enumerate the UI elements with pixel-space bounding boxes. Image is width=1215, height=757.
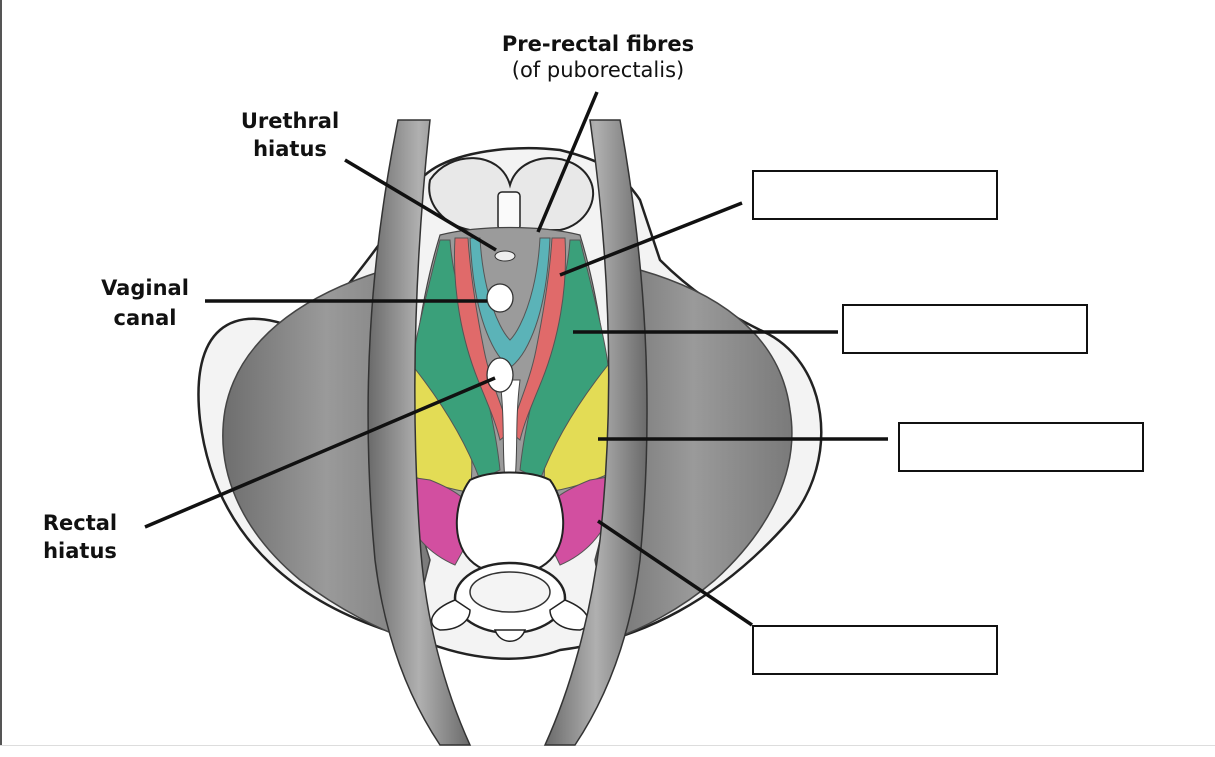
right-band-muscle (543, 119, 648, 746)
left-band-muscle (367, 119, 472, 746)
urethral-opening (494, 250, 516, 262)
leader-box-1 (559, 201, 743, 277)
rectal-opening (486, 357, 514, 393)
prerectal-subtitle-label: (of puborectalis) (511, 58, 685, 82)
coccyx-tip (493, 629, 527, 642)
sacrum (455, 471, 565, 576)
urethral-hiatus-label-line1: Urethral (240, 109, 340, 133)
sacral-wing (549, 599, 590, 631)
prerectal-fibres (469, 237, 551, 369)
rectal-hiatus-label-line2: hiatus (43, 539, 117, 563)
frame-bottom-border (0, 745, 1215, 746)
answer-box-1[interactable] (752, 170, 998, 220)
answer-box-4[interactable] (752, 625, 998, 675)
leader-prerectal (536, 91, 599, 233)
answer-box-3[interactable] (898, 422, 1144, 472)
vaginal-canal-label-line1: Vaginal (101, 276, 189, 300)
leader-urethral (344, 158, 497, 252)
urethral-hiatus-label-line2: hiatus (253, 137, 327, 161)
prerectal-title-label: Pre-rectal fibres (501, 32, 695, 56)
vaginal-opening (486, 283, 514, 313)
leader-box-4 (597, 519, 753, 627)
pubic-symphysis (497, 191, 521, 231)
leader-rectal (144, 376, 496, 529)
frame-left-border (0, 0, 2, 745)
vaginal-canal-label-line2: canal (113, 306, 177, 330)
sacral-wing (430, 599, 471, 631)
rectal-hiatus-label-line1: Rectal (42, 511, 118, 535)
answer-box-2[interactable] (842, 304, 1088, 354)
sacral-vertebra-body (469, 571, 551, 613)
